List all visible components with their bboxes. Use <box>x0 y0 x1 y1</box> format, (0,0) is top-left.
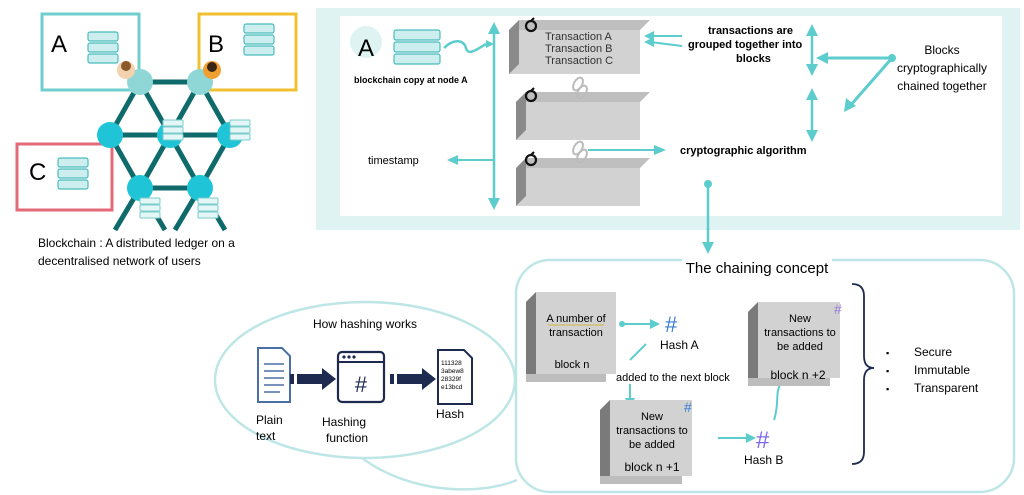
hash-line: e13bcd <box>441 384 463 391</box>
network-caption-line1: Blockchain : A distributed ledger on a <box>38 236 235 250</box>
hash-b-symbol: # <box>756 427 770 454</box>
server-icon <box>243 23 275 56</box>
crypto-line3: chained together <box>897 79 986 93</box>
hash-document-icon <box>437 349 473 405</box>
hash-line: 3abew8 <box>441 368 464 375</box>
node-a-box <box>40 12 141 92</box>
block-n-plus-1 <box>600 400 692 484</box>
grouped-line1: transactions are <box>708 25 793 37</box>
arrow-right-icon <box>390 368 436 390</box>
grouped-line3: blocks <box>736 53 771 65</box>
hash-a-symbol: # <box>665 312 678 337</box>
user-avatar-icon <box>117 61 135 79</box>
transaction-c: Transaction C <box>545 55 613 67</box>
transaction-b: Transaction B <box>545 43 612 55</box>
block-n1-line1: New <box>641 411 663 423</box>
block-n-label: block n <box>555 359 590 371</box>
block-n2-line3: be added <box>777 341 823 353</box>
crypto-line2: cryptographically <box>897 61 987 75</box>
copy-label: blockchain copy at node A <box>354 75 468 85</box>
block-n1-label: block n +1 <box>624 460 679 474</box>
timer-icon <box>524 17 538 167</box>
added-label: added to the next block <box>616 372 730 384</box>
node-c-label: C <box>29 159 46 186</box>
server-icon <box>393 29 441 65</box>
network-diagram: A B C <box>15 12 298 268</box>
bullet: ▪ <box>886 348 889 358</box>
node-c-box <box>15 142 114 212</box>
block-n2-line1: New <box>789 313 811 325</box>
grouped-line2: grouped together into <box>688 39 803 51</box>
block-n <box>526 292 616 382</box>
property-immutable: Immutable <box>914 363 970 377</box>
hash-line: 28329f <box>441 376 461 383</box>
crypto-line1: Blocks <box>924 43 959 57</box>
chain-panel: A blockchain copy at node A timestamp Tr… <box>316 8 1020 230</box>
property-transparent: Transparent <box>914 381 979 395</box>
node-a-circle <box>350 26 382 58</box>
node-b-box <box>197 12 298 92</box>
panel-node-label: A <box>358 35 374 62</box>
chaining-title: The chaining concept <box>686 260 829 277</box>
bullet: ▪ <box>886 384 889 394</box>
block-bottom <box>516 158 650 206</box>
hash-label: Hash <box>436 407 464 421</box>
brace <box>851 283 875 465</box>
hash-line: 111328 <box>441 360 462 367</box>
arrow-right-icon <box>290 368 336 390</box>
server-icon <box>87 31 119 64</box>
block-n1-line3: be added <box>629 439 675 451</box>
document-icon <box>257 347 291 403</box>
chaining-diagram: The chaining concept A number of transac… <box>514 256 1016 494</box>
hash-a-label: Hash A <box>660 338 699 352</box>
connector-curve <box>361 456 518 491</box>
plain-line1: Plain <box>256 413 283 427</box>
block-n2-label: block n +2 <box>770 368 825 382</box>
property-secure: Secure <box>914 345 952 359</box>
hashing-diagram: How hashing works Plain text # Hashing f… <box>213 300 518 491</box>
function-line2: function <box>326 431 368 445</box>
block-n1-line2: transactions to <box>616 425 688 437</box>
algorithm-label: cryptographic algorithm <box>680 145 807 157</box>
down-arrow <box>702 228 714 254</box>
block-n1-hash: # <box>684 399 692 415</box>
block-n2-hash: # <box>834 301 842 317</box>
server-icon <box>57 157 89 190</box>
block-n-plus-2 <box>748 302 840 386</box>
hash-function-icon <box>336 350 386 404</box>
panel-inner <box>340 16 1002 216</box>
node-b-label: B <box>208 31 224 58</box>
network-caption-line2: decentralised network of users <box>38 254 201 268</box>
chain-link-icon <box>572 76 588 164</box>
bullet: ▪ <box>886 366 889 376</box>
block-n2-line2: transactions to <box>764 327 836 339</box>
timestamp-label: timestamp <box>368 155 419 167</box>
hash-b-label: Hash B <box>744 453 783 467</box>
server-icon <box>139 119 251 219</box>
hash-symbol: # <box>355 372 368 397</box>
block-n-text1: A number of <box>546 313 606 325</box>
plain-line2: text <box>256 429 276 443</box>
node-a-label: A <box>51 31 67 58</box>
function-line1: Hashing <box>322 415 366 429</box>
network-nodes <box>97 69 243 201</box>
user-avatar-icon <box>203 61 221 79</box>
hashing-title: How hashing works <box>313 317 417 331</box>
block-n-text2: transaction <box>549 327 603 339</box>
curly-arrow <box>443 40 487 54</box>
transaction-a: Transaction A <box>545 31 613 43</box>
block-top <box>509 20 650 74</box>
